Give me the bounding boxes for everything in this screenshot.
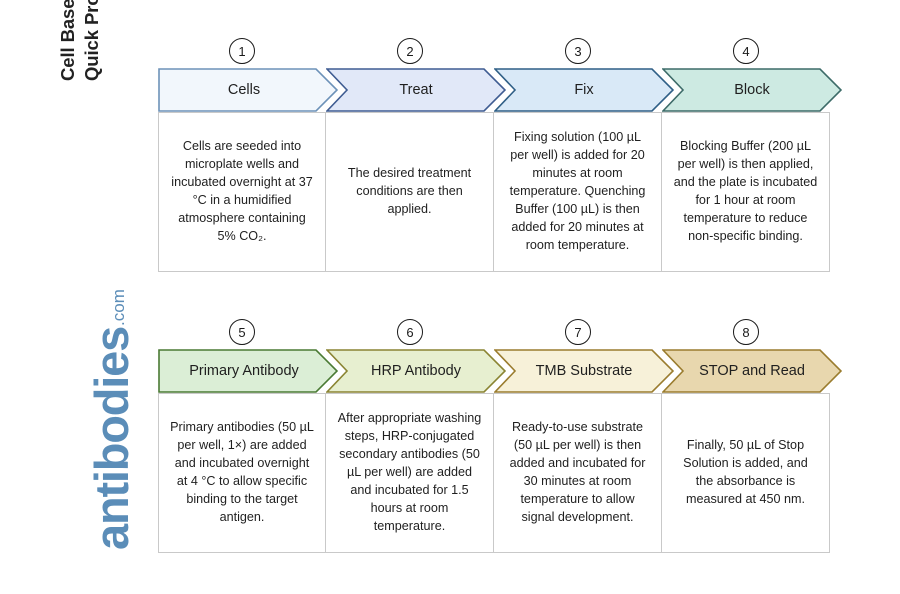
step-description-text: The desired treatment conditions are the… — [347, 166, 472, 216]
step-number-badge: 3 — [565, 38, 591, 64]
step-number-badge: 2 — [397, 38, 423, 64]
step-chevron[interactable]: Primary Antibody — [158, 349, 338, 393]
step-label: Treat — [399, 81, 433, 98]
logo-wordmark: antibodies — [85, 326, 139, 550]
step-description-row-1: Cells are seeded into microplate wells a… — [158, 112, 830, 272]
antibodies-logo: antibodies .com — [45, 250, 139, 550]
protocol-row-1: 1 2 3 4 Cells Treat Fix Block Cells are seeded… — [158, 36, 842, 272]
step-label: Fix — [574, 81, 594, 98]
protocol-row-2: 5 6 7 8 Primary Antibody HRP Antibody TMB Sub… — [158, 317, 842, 553]
step-description-text: Ready-to-use substrate (50 µL per well) … — [509, 420, 646, 524]
step-description-cell: Blocking Buffer (200 µL per well) is the… — [662, 112, 830, 272]
step-description-text: After appropriate washing steps, HRP-con… — [337, 411, 482, 533]
step-chevron-row-2: Primary Antibody HRP Antibody TMB Substrat… — [158, 349, 842, 393]
step-description-text: Fixing solution (100 µL per well) is add… — [509, 130, 646, 252]
step-chevron[interactable]: Cells — [158, 68, 338, 112]
step-description-row-2: Primary antibodies (50 µL per well, 1×) … — [158, 393, 830, 553]
step-number-badge: 8 — [733, 319, 759, 345]
step-description-text: Primary antibodies (50 µL per well, 1×) … — [170, 420, 314, 524]
step-label: STOP and Read — [699, 362, 805, 379]
step-label: TMB Substrate — [535, 362, 633, 379]
step-label: Cells — [227, 81, 261, 98]
step-description-cell: Primary antibodies (50 µL per well, 1×) … — [158, 393, 326, 553]
logo-tld: .com — [109, 289, 128, 326]
step-description-text: Finally, 50 µL of Stop Solution is added… — [683, 438, 808, 506]
step-number-badge: 1 — [229, 38, 255, 64]
step-description-cell: Fixing solution (100 µL per well) is add… — [494, 112, 662, 272]
step-description-cell: The desired treatment conditions are the… — [326, 112, 494, 272]
step-description-text: Cells are seeded into microplate wells a… — [171, 139, 313, 243]
step-label: Primary Antibody — [189, 362, 299, 379]
step-label: HRP Antibody — [370, 362, 461, 379]
step-chevron-row-1: Cells Treat Fix Block — [158, 68, 842, 112]
step-number-badge: 4 — [733, 38, 759, 64]
step-number-badge: 6 — [397, 319, 423, 345]
step-number-badge: 7 — [565, 319, 591, 345]
step-description-cell: After appropriate washing steps, HRP-con… — [326, 393, 494, 553]
step-chevron[interactable]: Treat — [326, 68, 506, 112]
step-description-cell: Ready-to-use substrate (50 µL per well) … — [494, 393, 662, 553]
step-number-row-2: 5 6 7 8 — [158, 317, 830, 349]
step-chevron[interactable]: Fix — [494, 68, 674, 112]
step-description-cell: Finally, 50 µL of Stop Solution is added… — [662, 393, 830, 553]
step-number-badge: 5 — [229, 319, 255, 345]
step-chevron[interactable]: HRP Antibody — [326, 349, 506, 393]
step-description-text: Blocking Buffer (200 µL per well) is the… — [673, 139, 818, 243]
step-chevron[interactable]: Block — [662, 68, 842, 112]
step-chevron[interactable]: TMB Substrate — [494, 349, 674, 393]
step-label: Block — [734, 81, 770, 98]
step-chevron[interactable]: STOP and Read — [662, 349, 842, 393]
step-description-cell: Cells are seeded into microplate wells a… — [158, 112, 326, 272]
step-number-row-1: 1 2 3 4 — [158, 36, 830, 68]
page-title: Cell Based ELISA Kits Quick Protocol — [57, 0, 102, 81]
